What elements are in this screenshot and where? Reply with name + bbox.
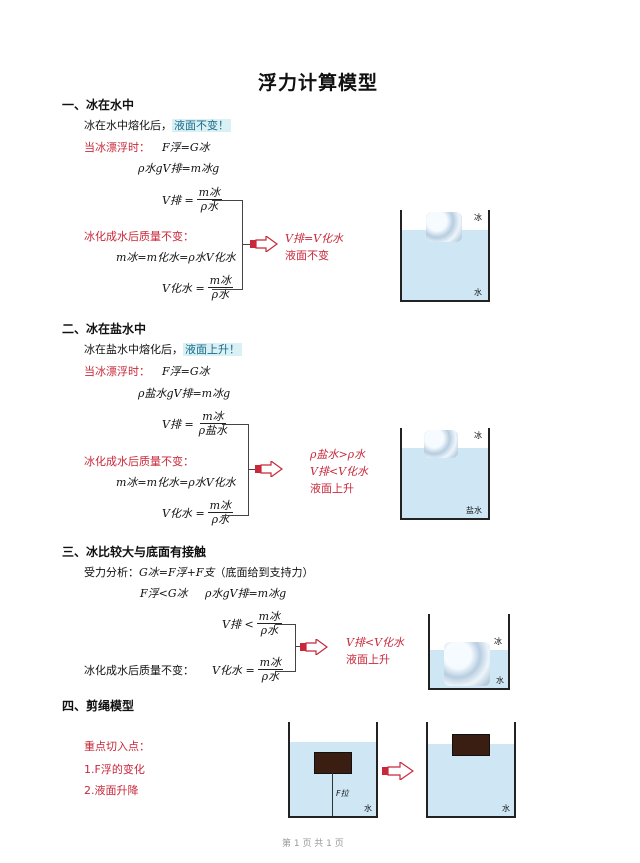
s1-eq1: F浮=G冰 (162, 141, 210, 154)
s1-label-water: 水 (474, 288, 482, 297)
s2-result-2: V排<V化水 (310, 465, 369, 478)
s3-frac2-lhs: V化水 = (212, 663, 255, 677)
s2-eq1: F浮=G冰 (162, 365, 210, 378)
s4-block-floating (452, 734, 490, 756)
s2-frac1-den: ρ盐水 (198, 424, 228, 437)
section-3-heading: 三、冰比较大与底面有接触 (62, 545, 207, 559)
s3-bracket (275, 624, 296, 672)
s4-label-water-before: 水 (364, 804, 372, 813)
s1-frac2-den: ρ水 (211, 288, 230, 301)
s2-result-3: 液面上升 (310, 482, 354, 495)
s3-eq1: F浮<G冰 (140, 587, 188, 600)
s2-frac2-lhs: V化水 = (162, 506, 205, 520)
s4-point-1: 1.F浮的变化 (84, 763, 145, 776)
section-2-heading: 二、冰在盐水中 (62, 322, 147, 336)
s3-force-eq: G冰=F浮+F支 (139, 566, 215, 579)
s1-bracket (212, 200, 243, 290)
section-4-heading: 四、剪绳模型 (62, 699, 135, 713)
s3-frac2-den: ρ水 (261, 670, 280, 683)
s3-force-label: 受力分析： (84, 566, 139, 579)
s1-frac1-lhs: V排 = (162, 193, 194, 207)
s3-force-note: （底面给到支持力） (214, 566, 314, 579)
s1-intro-text: 冰在水中熔化后， (84, 119, 172, 132)
s3-eq2: ρ水gV排=m冰g (205, 587, 287, 600)
s3-frac1-den: ρ水 (260, 624, 279, 637)
s2-eq3: m冰=m化水=ρ水V化水 (116, 476, 236, 489)
s2-arrow-icon (255, 461, 283, 477)
s1-label-ice: 冰 (474, 213, 482, 222)
s2-ice-cube-icon (424, 430, 458, 458)
s1-bracket-stem (242, 244, 252, 245)
s4-beaker-after: 水 (426, 722, 516, 818)
s2-label-ice: 冰 (474, 431, 482, 440)
s2-intro: 冰在盐水中熔化后，液面上升！ (84, 341, 242, 357)
s1-result-2: 液面不变 (285, 249, 329, 262)
s3-ice-cube-icon (444, 642, 490, 686)
s2-result-1: ρ盐水>ρ水 (310, 448, 366, 461)
s1-eq3: m冰=m化水=ρ水V化水 (116, 251, 236, 264)
s2-float-label: 当冰漂浮时： (84, 365, 150, 378)
s2-label-water: 盐水 (466, 506, 482, 515)
s1-frac2-lhs: V化水 = (162, 281, 205, 295)
s2-frac2-num: m冰 (207, 499, 234, 513)
s4-point-title: 重点切入点： (84, 740, 150, 753)
s3-melt-label: 冰化成水后质量不变： (84, 664, 194, 677)
s4-point-2: 2.液面升降 (84, 784, 139, 797)
page-footer: 第 1 页 共 1 页 (282, 839, 344, 849)
s4-beaker-before: F拉 水 (288, 722, 378, 818)
s4-rope (332, 773, 333, 816)
s4-label-water-after: 水 (502, 804, 510, 813)
section-1-heading: 一、冰在水中 (62, 98, 135, 112)
s1-result-1: V排=V化水 (285, 232, 344, 245)
s3-result-2: 液面上升 (346, 653, 390, 666)
s2-water (402, 448, 488, 518)
s3-force-line: 受力分析：G冰=F浮+F支（底面给到支持力） (84, 564, 314, 580)
s3-frac1-lhs: V排 < (222, 617, 254, 631)
s1-ice-cube-icon (426, 212, 462, 242)
s3-frac2-num: m冰 (257, 656, 284, 670)
s3-label-water: 水 (496, 676, 504, 685)
s4-water-after (428, 744, 514, 816)
s2-beaker: 冰 盐水 (400, 428, 490, 520)
s4-arrow-icon (382, 762, 414, 780)
s1-melt-label: 冰化成水后质量不变： (84, 230, 194, 243)
s3-arrow-icon (300, 639, 328, 655)
s3-result-1: V排<V化水 (346, 636, 405, 649)
s2-intro-text: 冰在盐水中熔化后， (84, 343, 183, 356)
s1-frac2-num: m冰 (207, 274, 234, 288)
s1-eq2: ρ水gV排=m冰g (138, 162, 220, 175)
s3-bracket-stem (295, 646, 301, 647)
s1-beaker: 冰 水 (400, 210, 490, 302)
s1-intro-highlight: 液面不变！ (172, 119, 231, 132)
s3-frac1-num: m冰 (256, 610, 283, 624)
s1-float-label: 当冰漂浮时： (84, 141, 150, 154)
s2-frac2-den: ρ水 (211, 513, 230, 526)
s2-eq2: ρ盐水gV排=m冰g (138, 387, 231, 400)
page-title: 浮力计算模型 (258, 72, 379, 94)
s1-arrow-icon (250, 236, 278, 252)
s2-frac1-lhs: V排 = (162, 417, 194, 431)
s1-frac1-num: m冰 (196, 186, 223, 200)
s4-block-submerged (314, 752, 352, 774)
s1-intro: 冰在水中熔化后，液面不变！ (84, 117, 231, 133)
s2-frac1-num: m冰 (200, 410, 226, 424)
s2-bracket (222, 424, 249, 516)
s3-label-ice: 冰 (494, 637, 502, 646)
s2-bracket-stem (248, 469, 256, 470)
s2-intro-highlight: 液面上升！ (183, 343, 242, 356)
s1-frac1-den: ρ水 (200, 200, 219, 213)
s2-melt-label: 冰化成水后质量不变： (84, 455, 194, 468)
s4-label-force: F拉 (336, 789, 349, 798)
s3-beaker: 冰 水 (428, 614, 510, 690)
